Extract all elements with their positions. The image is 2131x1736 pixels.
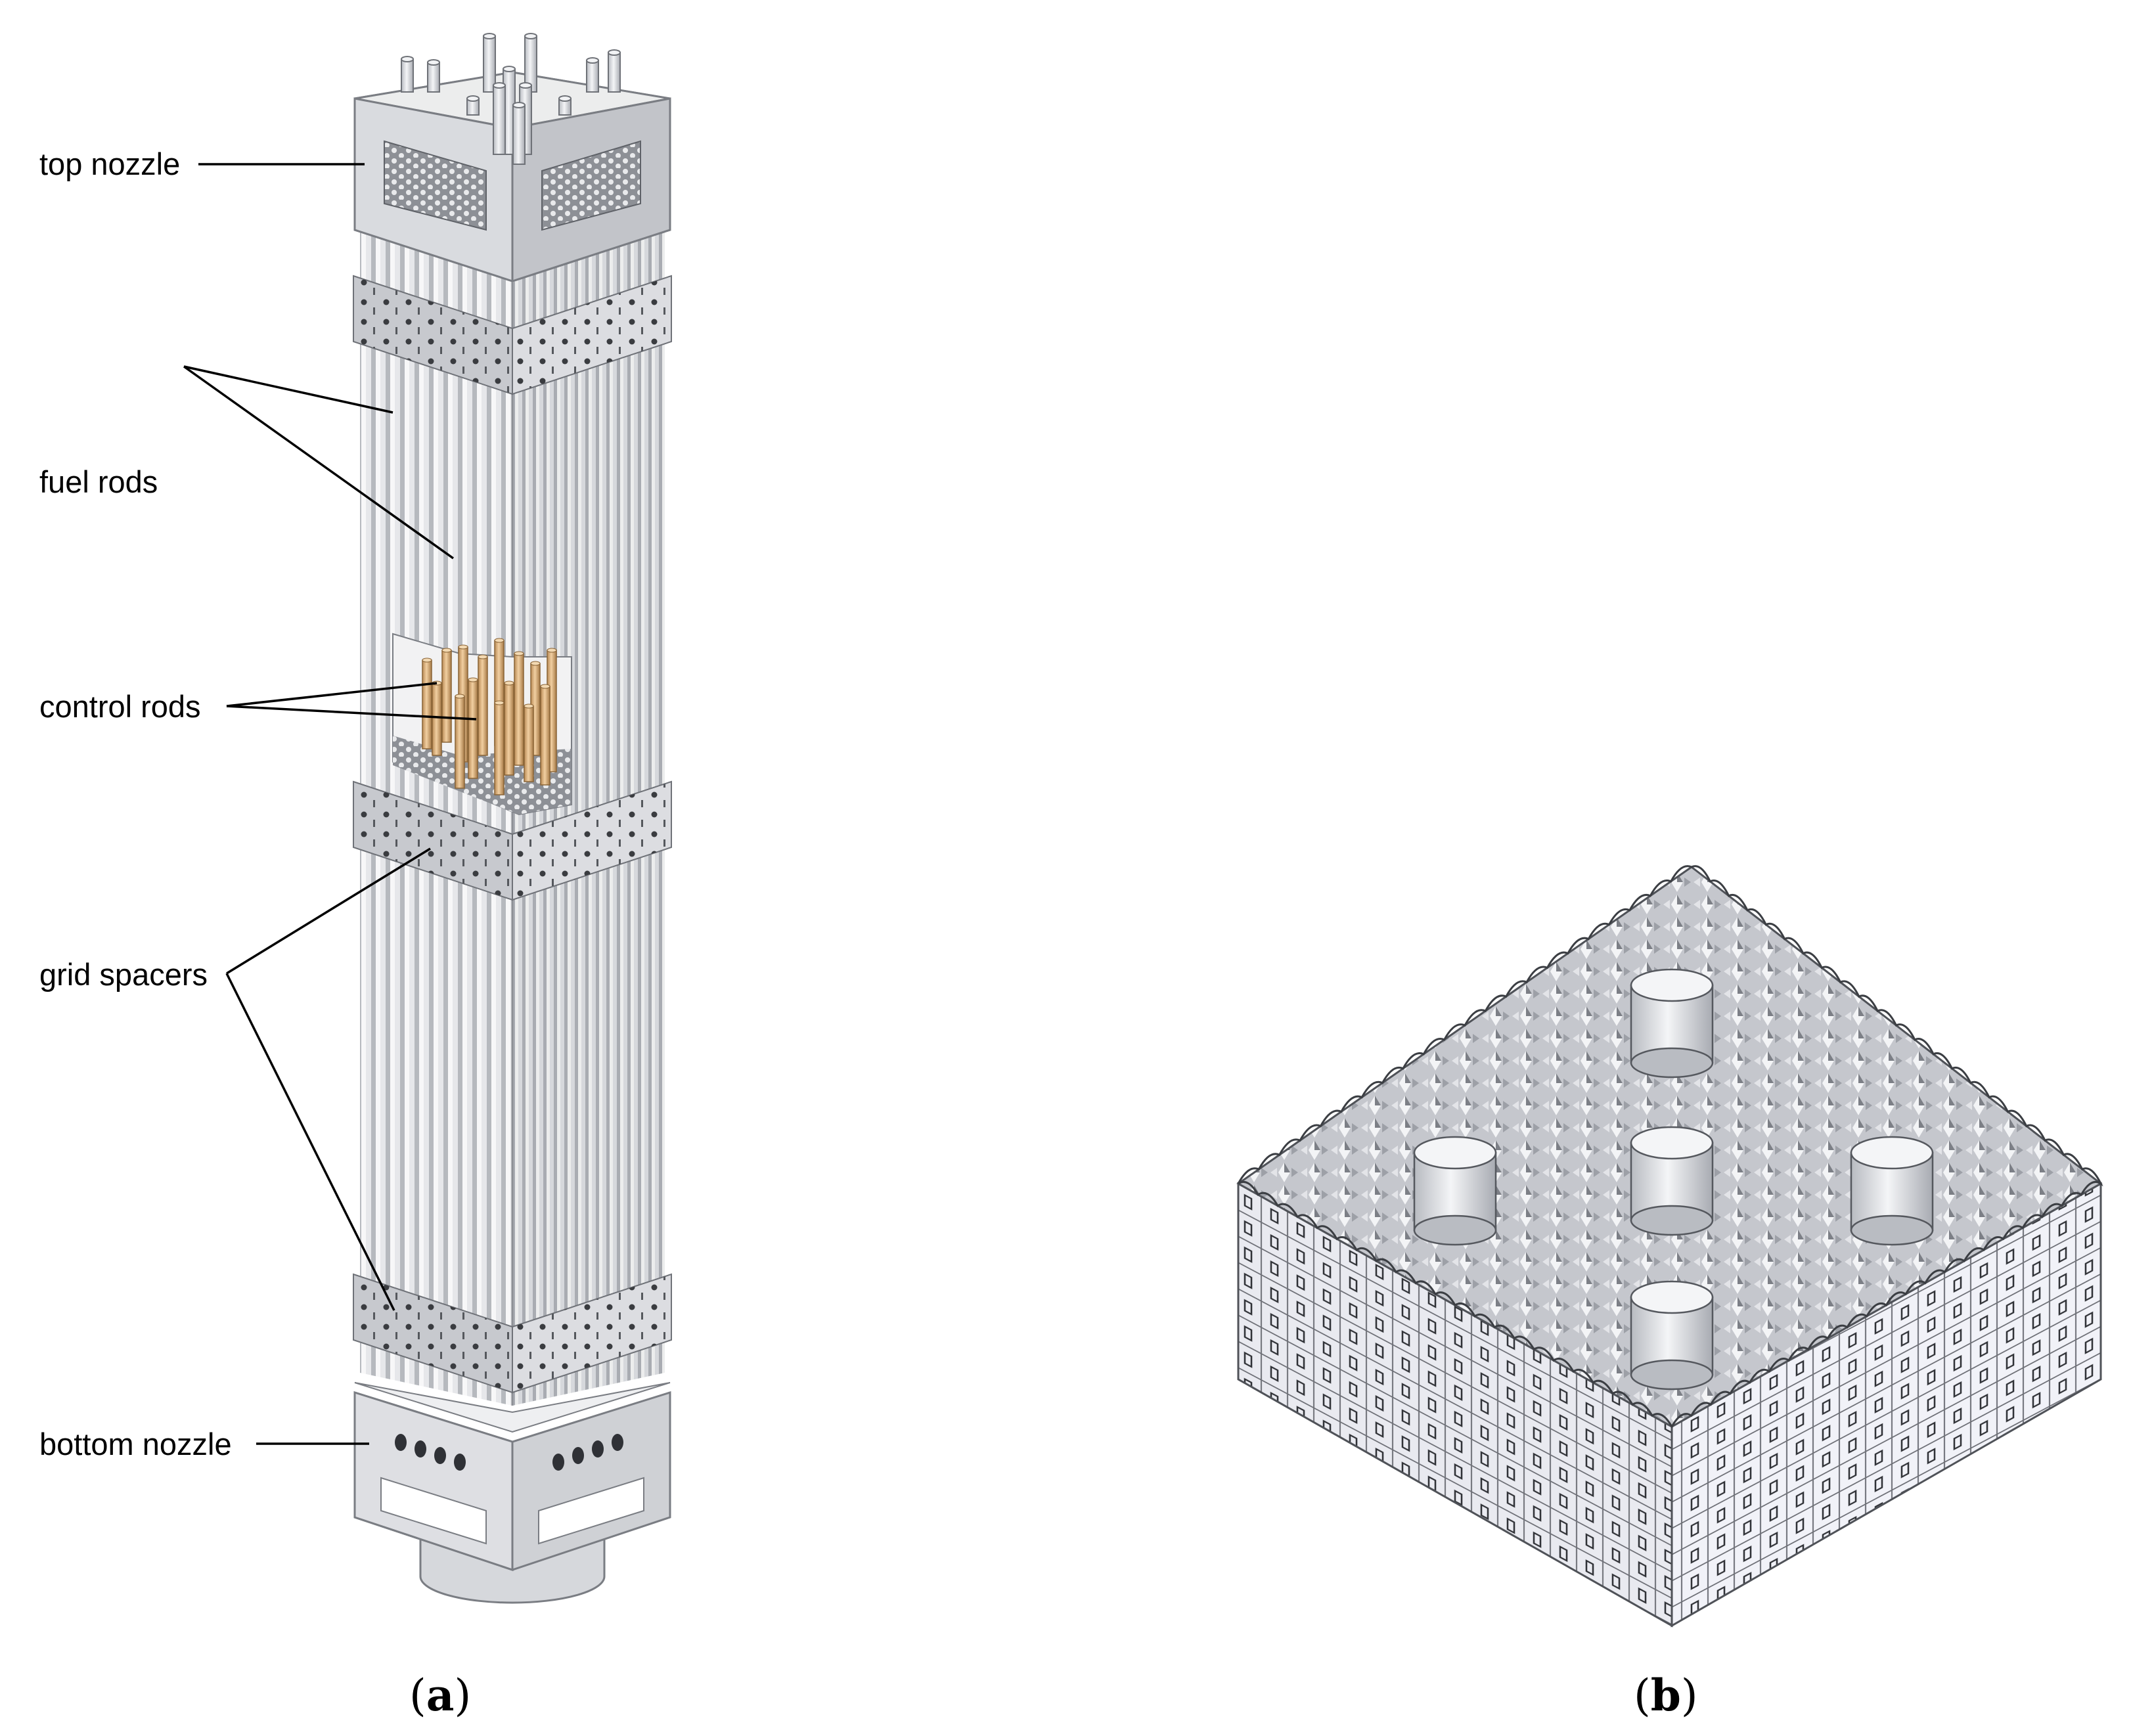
top-nozzle-part [353,33,671,283]
label-top-nozzle: top nozzle [39,146,181,181]
label-bottom-nozzle: bottom nozzle [39,1427,232,1461]
caption-b: (b) [1634,1670,1698,1721]
top-nozzle-post [401,56,414,93]
guide-tube [1850,1136,1934,1246]
leader-control-rods-1 [226,682,437,707]
leader-fuel-rods-2 [183,365,455,560]
grid-spacer-top [353,275,672,395]
spacer-grid-illustration [1236,865,2103,1628]
guide-tube [1413,1136,1497,1246]
grid-spacer-bottom [353,1273,672,1394]
leader-grid-spacers-1 [226,847,431,975]
flow-hole [454,1454,466,1471]
top-nozzle-post [427,59,440,93]
caption-a: (a) [409,1670,472,1721]
control-rods-cutaway [392,633,572,816]
caption-a-letter: a [426,1670,455,1721]
top-nozzle-post [493,82,506,155]
top-nozzle-post [608,49,621,93]
guide-tube [1630,968,1714,1079]
flow-hole [612,1434,623,1451]
label-grid-spacers: grid spacers [39,957,208,992]
leader-fuel-rods-1 [183,365,393,414]
top-nozzle-post [483,33,496,93]
control-rod [504,680,514,776]
flow-hole [434,1447,446,1464]
top-nozzle-post [512,102,526,165]
control-rod [494,700,505,795]
flow-hole [415,1440,426,1458]
label-fuel-rods: fuel rods [39,464,158,499]
control-rod [455,694,465,789]
control-rod [468,677,478,779]
leader-control-rods-2 [226,705,477,721]
top-nozzle-post [586,57,599,93]
leader-lines [183,163,477,1445]
label-control-rods: control rods [39,689,201,724]
control-rod [514,651,524,766]
guide-tube [1630,1126,1714,1236]
control-rod [524,703,534,782]
flow-hole [552,1454,564,1471]
top-nozzle-post [466,95,480,116]
top-nozzle-post [524,33,537,93]
flow-hole [592,1440,604,1458]
control-rod [540,684,550,786]
guide-tubes [1413,968,1934,1391]
grid-spacer-middle [353,780,672,901]
bottom-nozzle-part [353,1382,671,1604]
flow-hole [572,1447,584,1464]
leader-grid-spacers-2 [225,973,395,1311]
top-nozzle-post [558,95,572,116]
control-rod [422,657,432,749]
fuel-assembly-illustration [353,33,672,1604]
flow-hole [395,1434,407,1451]
control-rod [441,648,452,743]
guide-tube [1630,1280,1714,1391]
caption-b-letter: b [1650,1670,1681,1721]
control-rod [478,654,488,756]
